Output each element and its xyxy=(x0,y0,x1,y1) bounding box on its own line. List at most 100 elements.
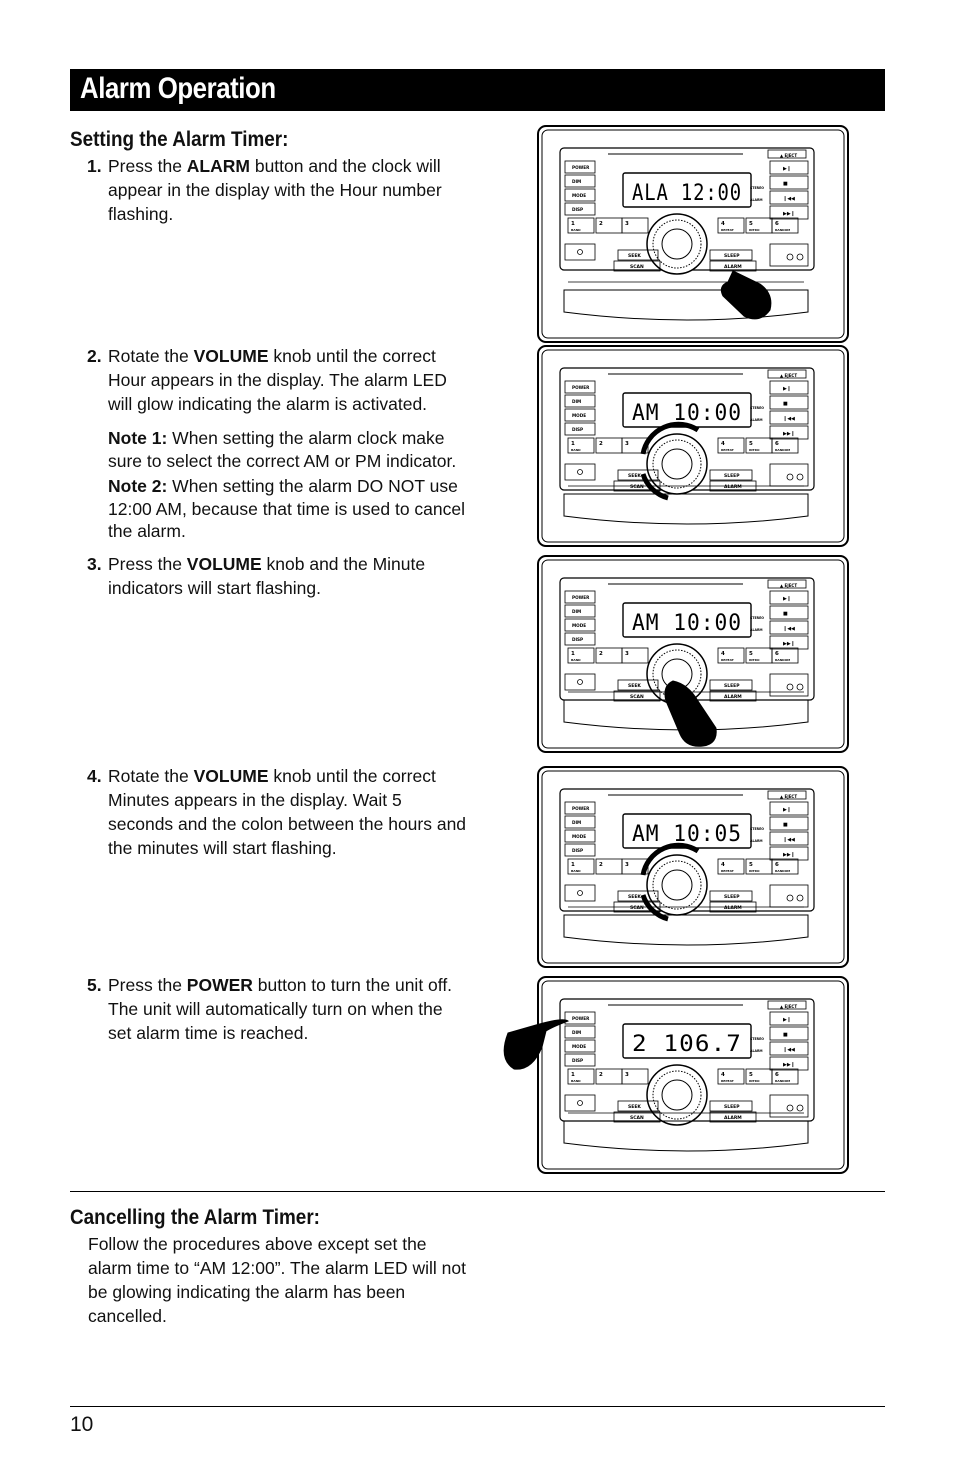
side-button xyxy=(564,618,596,632)
step-text: Rotate the VOLUME knob until the correct… xyxy=(108,346,447,414)
pointing-hand-icon xyxy=(664,680,717,747)
transport-button xyxy=(769,1056,809,1071)
note-1: Note 1: When setting the alarm clock mak… xyxy=(108,428,457,471)
button-label: STEREO xyxy=(750,827,764,831)
side-button xyxy=(564,801,596,815)
volume-knob-ring xyxy=(652,860,702,910)
button-label: ALARM xyxy=(750,418,763,422)
button-label: SCAN xyxy=(630,1115,644,1121)
preset-number: 1 xyxy=(571,862,575,868)
transport-icon: ❙◀◀ xyxy=(783,196,795,202)
alarm-button xyxy=(709,690,757,702)
button-label: MODE xyxy=(572,623,586,628)
volume-knob-center xyxy=(661,1079,693,1111)
button-label: POWER xyxy=(572,806,590,811)
transport-button xyxy=(769,1026,809,1041)
button-label: DISP xyxy=(572,848,583,853)
transport-icon: ▶▶❙ xyxy=(783,211,795,217)
button-label: ▲ EJECT xyxy=(780,373,797,378)
button-label: ALARM xyxy=(750,1049,763,1053)
eject-button xyxy=(767,369,807,379)
eject-button xyxy=(767,1000,807,1010)
button-label: STEREO xyxy=(750,406,764,410)
side-button xyxy=(564,590,596,604)
storage-tray xyxy=(563,289,809,321)
button-label: ALARM xyxy=(724,905,742,911)
aux-jack xyxy=(577,469,583,475)
button-label: INTRO xyxy=(749,228,760,232)
volume-knob-ring xyxy=(652,219,702,269)
preset-button xyxy=(771,217,799,234)
preset-button xyxy=(771,858,799,875)
volume-knob-center xyxy=(661,228,693,260)
side-button xyxy=(564,394,596,408)
transport-button xyxy=(769,816,809,831)
preset-button xyxy=(717,1068,745,1085)
button-label: POWER xyxy=(572,1016,590,1021)
transport-icon: ▶▶❙ xyxy=(783,431,795,437)
seek-button xyxy=(617,1100,659,1112)
transport-button xyxy=(769,620,809,635)
lcd-display xyxy=(622,602,752,638)
radio-housing xyxy=(537,976,849,1174)
transport-button xyxy=(769,635,809,650)
storage-tray xyxy=(563,914,809,946)
sleep-button xyxy=(709,890,753,902)
preset-button xyxy=(621,217,649,234)
preset-number: 1 xyxy=(571,221,575,227)
button-label: DIM xyxy=(572,1030,581,1035)
radio-housing-inner xyxy=(541,559,845,749)
transport-button xyxy=(769,846,809,861)
storage-tray xyxy=(563,1120,809,1152)
step-text: Press the ALARM button and the clock wil… xyxy=(108,156,442,224)
button-label: POWER xyxy=(572,595,590,600)
aux-jack xyxy=(577,1100,583,1106)
button-label: SLEEP xyxy=(724,1104,740,1110)
button-label: REPEAT xyxy=(721,869,735,873)
step-4: 4. Rotate the VOLUME knob until the corr… xyxy=(87,764,467,860)
button-label: SEEK xyxy=(628,473,641,479)
lcd-display xyxy=(622,1023,752,1059)
preset-number: 4 xyxy=(721,1072,725,1078)
aux-panel xyxy=(564,243,596,261)
button-label: DIM xyxy=(572,609,581,614)
transport-icon: ▶❙ xyxy=(783,596,791,602)
transport-icon: ■ xyxy=(783,822,788,828)
preset-number: 3 xyxy=(625,1072,629,1078)
usb-jack xyxy=(796,683,804,691)
radio-housing-inner xyxy=(541,980,845,1170)
side-button xyxy=(564,1039,596,1053)
step-text: Rotate the VOLUME knob until the correct… xyxy=(108,766,467,858)
button-label: DISP xyxy=(572,427,583,432)
preset-number: 5 xyxy=(749,1072,753,1078)
usb-jack xyxy=(786,1104,794,1112)
button-label: MODE xyxy=(572,193,586,198)
radio-housing xyxy=(537,345,849,547)
pointing-hand-icon xyxy=(503,1019,570,1070)
step-3: 3. Press the VOLUME knob and the Minute … xyxy=(87,552,467,600)
preset-button xyxy=(621,647,649,664)
preset-number: 1 xyxy=(571,441,575,447)
setting-heading: Setting the Alarm Timer: xyxy=(70,128,289,151)
preset-number: 4 xyxy=(721,651,725,657)
transport-icon: ▶▶❙ xyxy=(783,852,795,858)
button-label: DISP xyxy=(572,207,583,212)
button-label: SCAN xyxy=(630,484,644,490)
side-button xyxy=(564,202,596,216)
step-number: 2. xyxy=(87,346,102,366)
button-label: ▲ EJECT xyxy=(780,583,797,588)
button-label: INTRO xyxy=(749,1079,760,1083)
button-label: INTRO xyxy=(749,448,760,452)
preset-button xyxy=(717,858,745,875)
side-button xyxy=(564,174,596,188)
transport-icon: ▶❙ xyxy=(783,1017,791,1023)
preset-number: 2 xyxy=(599,221,603,227)
side-button xyxy=(564,1011,596,1025)
transport-button xyxy=(769,175,809,190)
eject-button xyxy=(767,579,807,589)
button-label: RANDOM xyxy=(775,658,790,662)
preset-number: 6 xyxy=(775,651,779,657)
